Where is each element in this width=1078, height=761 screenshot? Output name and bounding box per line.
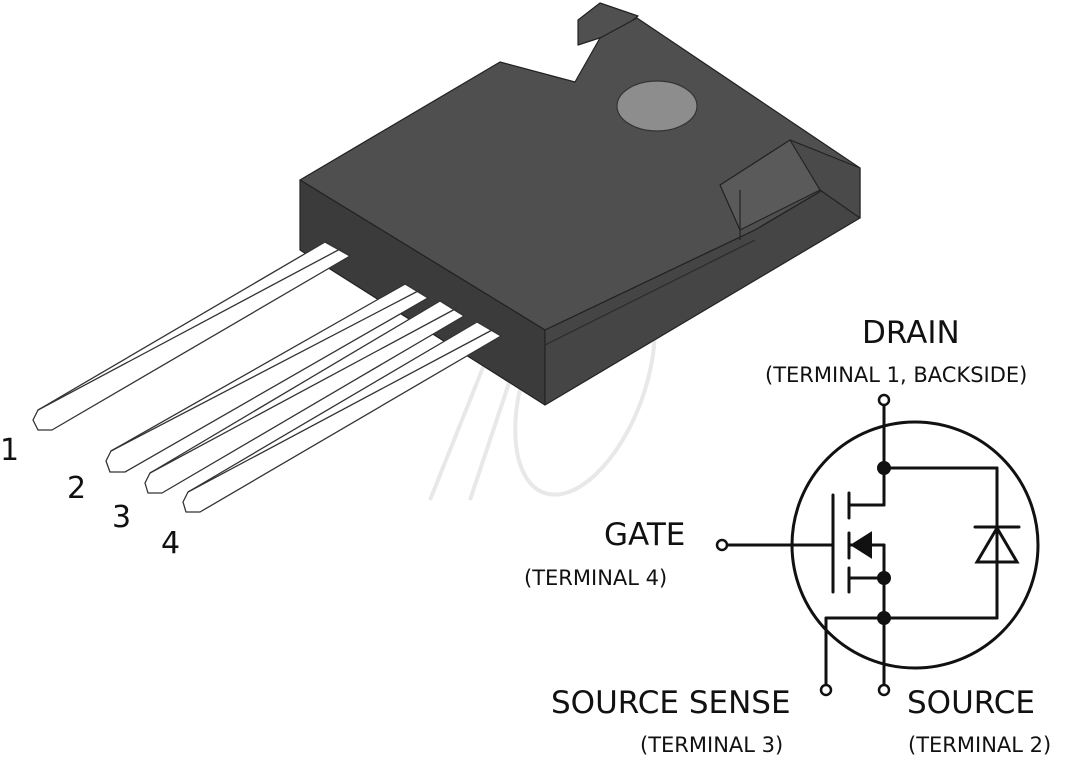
source-sense-label: SOURCE SENSE [551,685,791,721]
gate-detail: (TERMINAL 4) [524,566,667,590]
package-leads [32,241,502,513]
package-body [299,2,861,406]
pin-number-1: 1 [0,433,19,468]
source-terminal-icon [877,683,891,697]
mosfet-arrows-and-dots [850,461,1020,625]
source-detail: (TERMINAL 2) [908,733,1051,757]
drain-terminal-icon [877,393,891,407]
channel-arrow-icon [850,531,872,559]
lead-2 [105,283,429,473]
gate-label: GATE [604,517,685,553]
source-sense-detail: (TERMINAL 3) [640,733,783,757]
junction-dot-source-low [877,611,891,625]
pin-number-4: 4 [161,526,180,561]
diode-triangle-icon [974,525,1020,564]
pin-number-3: 3 [112,500,131,535]
mosfet-symbol [720,398,1040,692]
junction-dot-source [877,571,891,585]
pin-number-2: 2 [67,471,86,506]
drain-label: DRAIN [862,315,960,351]
source-label: SOURCE [907,685,1035,721]
mounting-hole [616,80,698,132]
gate-terminal-icon [715,538,729,552]
terminal-pads [715,393,891,697]
junction-dot-drain [877,461,891,475]
drain-detail: (TERMINAL 1, BACKSIDE) [765,363,1027,387]
source-sense-terminal-icon [819,683,833,697]
